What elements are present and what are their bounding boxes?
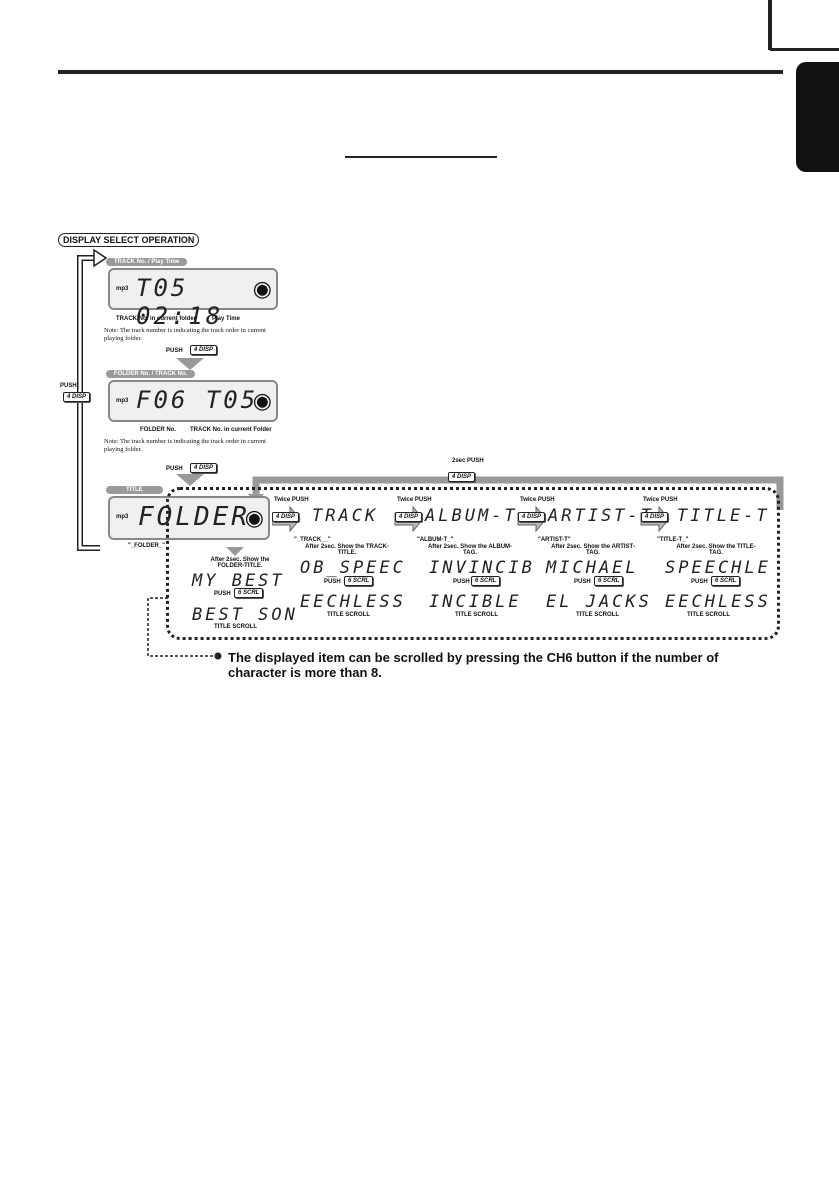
col2-push: PUSH bbox=[574, 579, 591, 585]
col1-scroll: TITLE SCROLL bbox=[455, 612, 498, 618]
col2-scroll: TITLE SCROLL bbox=[576, 612, 619, 618]
col1-label: "ALBUM-T_" bbox=[417, 537, 454, 543]
column-title: Twice PUSH 4 DISP TITLE-T "TITLE-T_" Aft… bbox=[641, 497, 768, 627]
disp-key-col2[interactable]: 4 DISP bbox=[518, 512, 546, 522]
section-title-underline bbox=[345, 156, 497, 158]
title-scroll-0: TITLE SCROLL bbox=[214, 624, 257, 630]
disc-icon: ◉ bbox=[252, 276, 272, 301]
arrow-down-1 bbox=[176, 358, 204, 370]
column-album: Twice PUSH 4 DISP ALBUM-T "ALBUM-T_" Aft… bbox=[395, 497, 532, 627]
mp3-icon-2: mp3 bbox=[116, 398, 129, 404]
col0-after: After 2sec. Show the TRACK-TITLE. bbox=[305, 544, 389, 556]
disp-key-2[interactable]: 4 DISP bbox=[190, 463, 218, 473]
lcd2-text: F06 T05 bbox=[136, 386, 259, 414]
col3-lcd: TITLE-T bbox=[677, 506, 770, 526]
col0-line1: OB_SPEEC bbox=[300, 558, 406, 578]
column-artist: Twice PUSH 4 DISP ARTIST-T "ARTIST-T" Af… bbox=[518, 497, 651, 627]
disp-key-1[interactable]: 4 DISP bbox=[190, 345, 218, 355]
pill-title: TITLE bbox=[106, 486, 163, 494]
col1-line1: INVINCIB bbox=[429, 558, 535, 578]
folder-title-line2: BEST SON bbox=[192, 605, 298, 625]
pill-track-play: TRACK No. / Play Time bbox=[106, 258, 188, 266]
arrow-folder-after bbox=[226, 547, 244, 556]
disc-icon-3: ◉ bbox=[244, 505, 264, 530]
scrl-key-col1[interactable]: 6 SCRL bbox=[471, 576, 501, 586]
mp3-icon-3: mp3 bbox=[116, 514, 129, 520]
lcd1-text: T05 02:18 bbox=[136, 274, 224, 330]
col1-push: PUSH bbox=[453, 579, 470, 585]
lcd-title: mp3 FOLDER ◉ bbox=[108, 496, 270, 540]
title-operations-box bbox=[166, 487, 780, 640]
header-rule bbox=[58, 70, 783, 74]
col1-line2: INCIBLE bbox=[429, 592, 522, 612]
lcd2-label-left: FOLDER No. bbox=[140, 427, 176, 433]
after-folder-text: After 2sec. Show the FOLDER-TITLE. bbox=[210, 557, 270, 569]
display-select-badge: DISPLAY SELECT OPERATION bbox=[58, 233, 200, 247]
lcd-folder-track: mp3 F06 T05 ◉ bbox=[108, 380, 278, 422]
col3-label: "TITLE-T_" bbox=[657, 537, 689, 543]
mp3-icon: mp3 bbox=[116, 286, 129, 292]
col3-line1: SPEECHLE bbox=[665, 558, 771, 578]
col0-line2: EECHLESS bbox=[300, 592, 406, 612]
pill-folder-track: FOLDER No. / TRACK No. bbox=[106, 370, 196, 378]
lcd-track-play: mp3 T05 02:18 ◉ bbox=[108, 268, 278, 330]
col1-after: After 2sec. Show the ALBUM-TAG. bbox=[427, 544, 513, 556]
disp-key-2sec[interactable]: 4 DISP bbox=[448, 472, 476, 482]
scrl-key-col2[interactable]: 6 SCRL bbox=[594, 576, 624, 586]
col0-label: "_TRACK__" bbox=[294, 537, 331, 543]
lcd1-label-left: TRACK No. in current folder bbox=[116, 316, 197, 322]
lcd1-label-right: Play Time bbox=[212, 316, 240, 322]
col0-push: PUSH bbox=[324, 579, 341, 585]
folder-title-line1: MY BEST bbox=[192, 571, 285, 591]
push-label-scrl-0: PUSH bbox=[214, 591, 231, 597]
language-tab bbox=[796, 62, 839, 172]
col3-scroll: TITLE SCROLL bbox=[687, 612, 730, 618]
note-1: Note: The track number is indicating the… bbox=[104, 327, 266, 342]
col3-push: PUSH bbox=[691, 579, 708, 585]
disp-key-col0[interactable]: 4 DISP bbox=[272, 512, 300, 522]
push-label-2: PUSH bbox=[166, 466, 183, 472]
twosec-push-label: 2sec PUSH bbox=[452, 458, 484, 464]
corner-horizontal-line bbox=[770, 48, 839, 51]
disc-icon-2: ◉ bbox=[252, 388, 272, 413]
lcd2-label-right: TRACK No. in current Folder bbox=[190, 427, 272, 433]
scroll-note: The displayed item can be scrolled by pr… bbox=[228, 650, 719, 680]
scrl-key-col0[interactable]: 6 SCRL bbox=[344, 576, 374, 586]
scrl-key-col3[interactable]: 6 SCRL bbox=[711, 576, 741, 586]
arrow-down-2 bbox=[176, 474, 204, 486]
col3-after: After 2sec. Show the TITLE-TAG. bbox=[676, 544, 756, 556]
disp-key-col3[interactable]: 4 DISP bbox=[641, 512, 669, 522]
push-label-left: PUSH bbox=[60, 383, 77, 389]
lcd3-label: "_FOLDER_" bbox=[128, 543, 166, 549]
col3-line2: EECHLESS bbox=[665, 592, 771, 612]
col2-line2: EL JACKS bbox=[546, 592, 652, 612]
twice-push-2: Twice PUSH bbox=[520, 497, 555, 503]
disp-key-left[interactable]: 4 DISP bbox=[63, 392, 91, 402]
corner-vertical-line bbox=[768, 0, 772, 50]
push-label-1: PUSH bbox=[166, 348, 183, 354]
disp-key-col1[interactable]: 4 DISP bbox=[395, 512, 423, 522]
col2-label: "ARTIST-T" bbox=[538, 537, 571, 543]
loop-arrow bbox=[77, 248, 108, 551]
note-2: Note: The track number is indicating the… bbox=[104, 438, 266, 453]
col2-after: After 2sec. Show the ARTIST-TAG. bbox=[551, 544, 635, 556]
col2-line1: MICHAEL bbox=[546, 558, 639, 578]
lcd3-text: FOLDER bbox=[138, 502, 250, 532]
note-leader bbox=[147, 597, 222, 660]
col1-lcd: ALBUM-T bbox=[425, 506, 518, 526]
column-track: Twice PUSH 4 DISP TRACK "_TRACK__" After… bbox=[272, 497, 403, 627]
col2-lcd: ARTIST-T bbox=[548, 506, 654, 526]
twice-push-0: Twice PUSH bbox=[274, 497, 309, 503]
scrl-key-0[interactable]: 6 SCRL bbox=[234, 588, 264, 598]
col0-lcd: TRACK bbox=[312, 506, 379, 526]
twice-push-1: Twice PUSH bbox=[397, 497, 432, 503]
twice-push-3: Twice PUSH bbox=[643, 497, 678, 503]
col0-scroll: TITLE SCROLL bbox=[327, 612, 370, 618]
